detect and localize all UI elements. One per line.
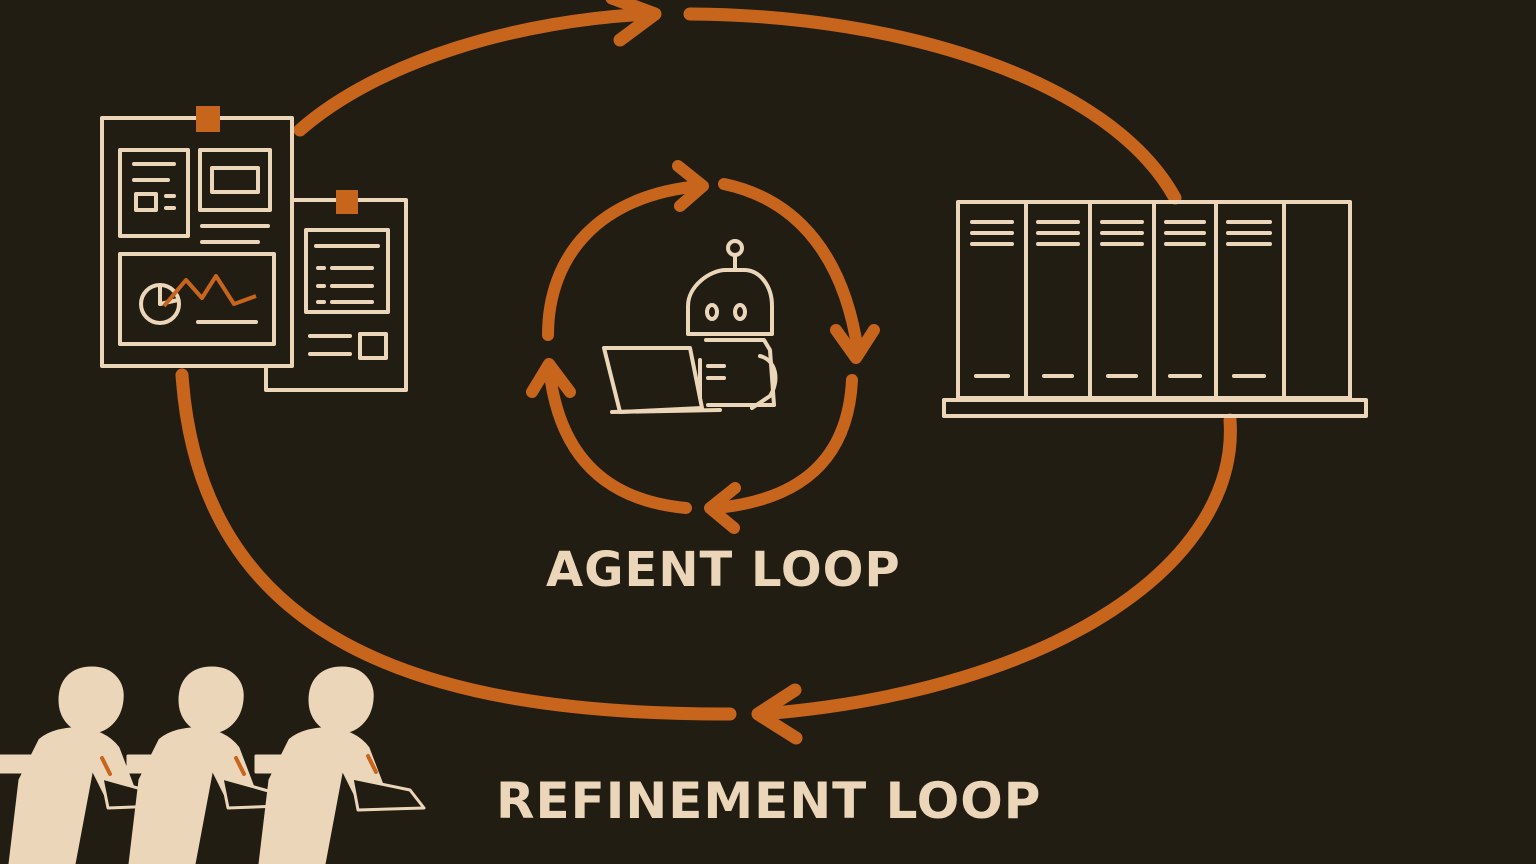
trend-line (162, 274, 257, 308)
agent-loop-arrowhead-bottom (704, 482, 741, 534)
server-rack-icon (942, 200, 1368, 418)
refinement-loop-arc-left (175, 368, 737, 721)
person-2 (126, 666, 282, 864)
agent-loop-arrowhead-top (672, 160, 709, 212)
refinement-loop-arc-right (755, 413, 1237, 721)
agent-loop-arrowhead-left (526, 358, 576, 398)
pencils (100, 754, 378, 776)
person-3 (254, 666, 426, 864)
agent-loop-label: AGENT LOOP (546, 542, 901, 598)
pin-square-front (196, 106, 220, 132)
agent-loop-arrowhead-right (830, 324, 880, 364)
refinement-loop-arc-top-right (683, 7, 1182, 205)
agent-loop-arrows (526, 160, 880, 534)
agent-loop-arc-bottom-right (710, 374, 858, 514)
robot-at-laptop-icon (602, 239, 778, 414)
people-writing-at-desks-icon (0, 666, 426, 864)
agent-loop-arc-top-right (718, 178, 864, 358)
agent-loop-arc-bottom-left (544, 369, 692, 514)
refinement-loop-label: REFINEMENT LOOP (496, 772, 1042, 830)
dashboard-accents (162, 106, 358, 308)
dashboard-documents-icon (100, 116, 408, 392)
refinement-loop-arrows (175, 0, 1237, 745)
refinement-loop-arrowhead-bottom (751, 683, 803, 745)
refinement-loop-arc-top-left (293, 7, 657, 137)
refinement-loop-arrowhead-top (605, 0, 662, 47)
pin-square-back (336, 190, 358, 214)
agent-loop-arc-top-left (542, 180, 706, 341)
